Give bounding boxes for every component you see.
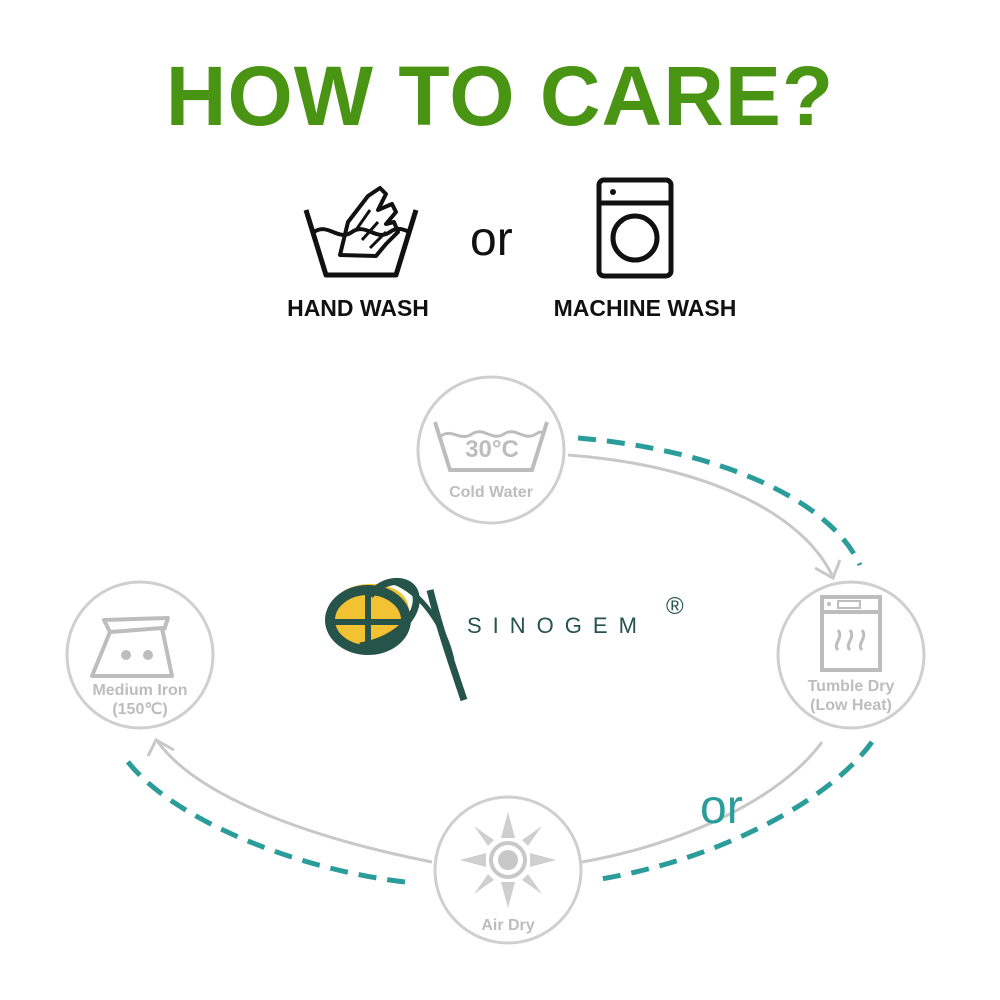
medium-iron-label: Medium Iron: [92, 682, 188, 699]
or-separator-top: or: [470, 213, 513, 266]
sun-icon: [460, 812, 556, 908]
air-dry-circle: [433, 795, 583, 945]
page-title: HOW TO CARE?: [165, 49, 835, 143]
registered-mark: ®: [666, 593, 684, 620]
wash-tub-icon: [433, 421, 549, 472]
medium-iron-sublabel: (150℃): [112, 701, 168, 718]
medium-iron-circle: [65, 580, 215, 730]
cold-water-label: Cold Water: [449, 484, 533, 501]
hand-wash-label: HAND WASH: [287, 295, 429, 321]
tumble-dry-sublabel: (Low Heat): [810, 697, 892, 714]
air-dry-label: Air Dry: [481, 917, 535, 934]
cycle-arrows-dashed: [122, 435, 875, 885]
machine-wash-label: MACHINE WASH: [553, 295, 737, 321]
hand-wash-icon: [303, 186, 419, 278]
dryer-icon: [820, 595, 882, 672]
tumble-dry-label: Tumble Dry: [807, 678, 895, 695]
cycle-arrows-gray: [146, 453, 842, 864]
iron-icon: [90, 616, 174, 678]
sinogem-logo-icon: [325, 578, 468, 702]
tumble-dry-circle: [776, 580, 926, 730]
cold-water-circle: [416, 375, 566, 525]
or-separator-bottom: or: [700, 781, 743, 834]
temperature-label: 30°C: [465, 436, 519, 463]
brand-name: SINOGEM: [467, 613, 648, 638]
washing-machine-icon: [596, 177, 674, 279]
